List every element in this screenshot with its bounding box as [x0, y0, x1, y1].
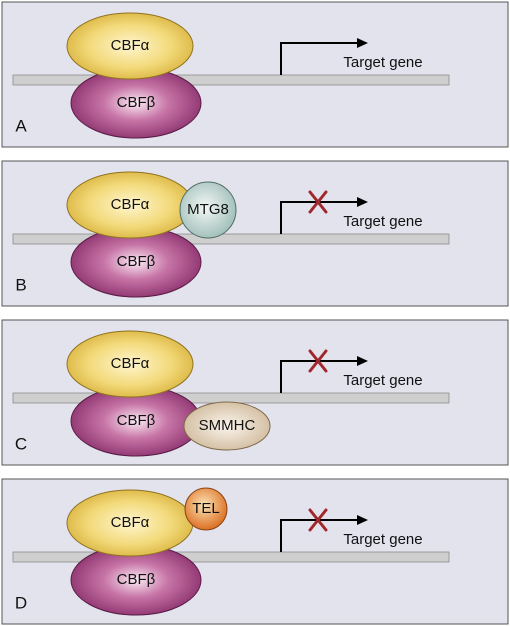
dna-strand [12, 392, 450, 404]
panel-frame [1, 478, 509, 625]
tel-label: TEL [192, 500, 220, 517]
mtg8-label: MTG8 [187, 201, 229, 218]
smmhc-protein [183, 401, 271, 451]
arrow-head-icon [357, 515, 368, 525]
cbf-alpha-label: CBFα [111, 355, 150, 372]
cbf-alpha-label: CBFα [111, 196, 150, 213]
arrow-head-icon [357, 38, 368, 48]
panel-letter: C [15, 434, 27, 453]
dna-strand [12, 233, 450, 245]
arrow-right-icon [280, 519, 359, 552]
arrow-right-icon [280, 42, 359, 75]
target-gene-label: Target gene [343, 54, 422, 71]
target-gene-label: Target gene [343, 372, 422, 389]
x-mark-icon [308, 190, 328, 214]
mtg8-protein [179, 181, 237, 239]
smmhc-label: SMMHC [199, 417, 256, 434]
arrow-head-icon [357, 197, 368, 207]
panel-letter: B [15, 275, 26, 294]
dna-strand [12, 74, 450, 86]
target-gene-label: Target gene [343, 213, 422, 230]
dna-strand [12, 551, 450, 563]
arrow-head-icon [357, 356, 368, 366]
panel-letter: A [15, 116, 27, 135]
cbf-beta-label: CBFβ [117, 94, 156, 111]
cbf-beta-label: CBFβ [117, 571, 156, 588]
target-gene-label: Target gene [343, 531, 422, 548]
arrow-right-icon [280, 201, 359, 234]
cbf-alpha-protein [66, 330, 194, 398]
cbf-alpha-protein [66, 12, 194, 80]
cbf-alpha-label: CBFα [111, 37, 150, 54]
panel-frame [1, 1, 509, 148]
cbf-beta-label: CBFβ [117, 253, 156, 270]
x-mark-icon [308, 349, 328, 373]
cbf-alpha-label: CBFα [111, 514, 150, 531]
panel-letter: D [15, 593, 27, 612]
tel-protein [184, 487, 228, 531]
arrow-right-icon [280, 360, 359, 393]
cbf-beta-label: CBFβ [117, 412, 156, 429]
panel-frame [1, 160, 509, 307]
x-mark-icon [308, 508, 328, 532]
